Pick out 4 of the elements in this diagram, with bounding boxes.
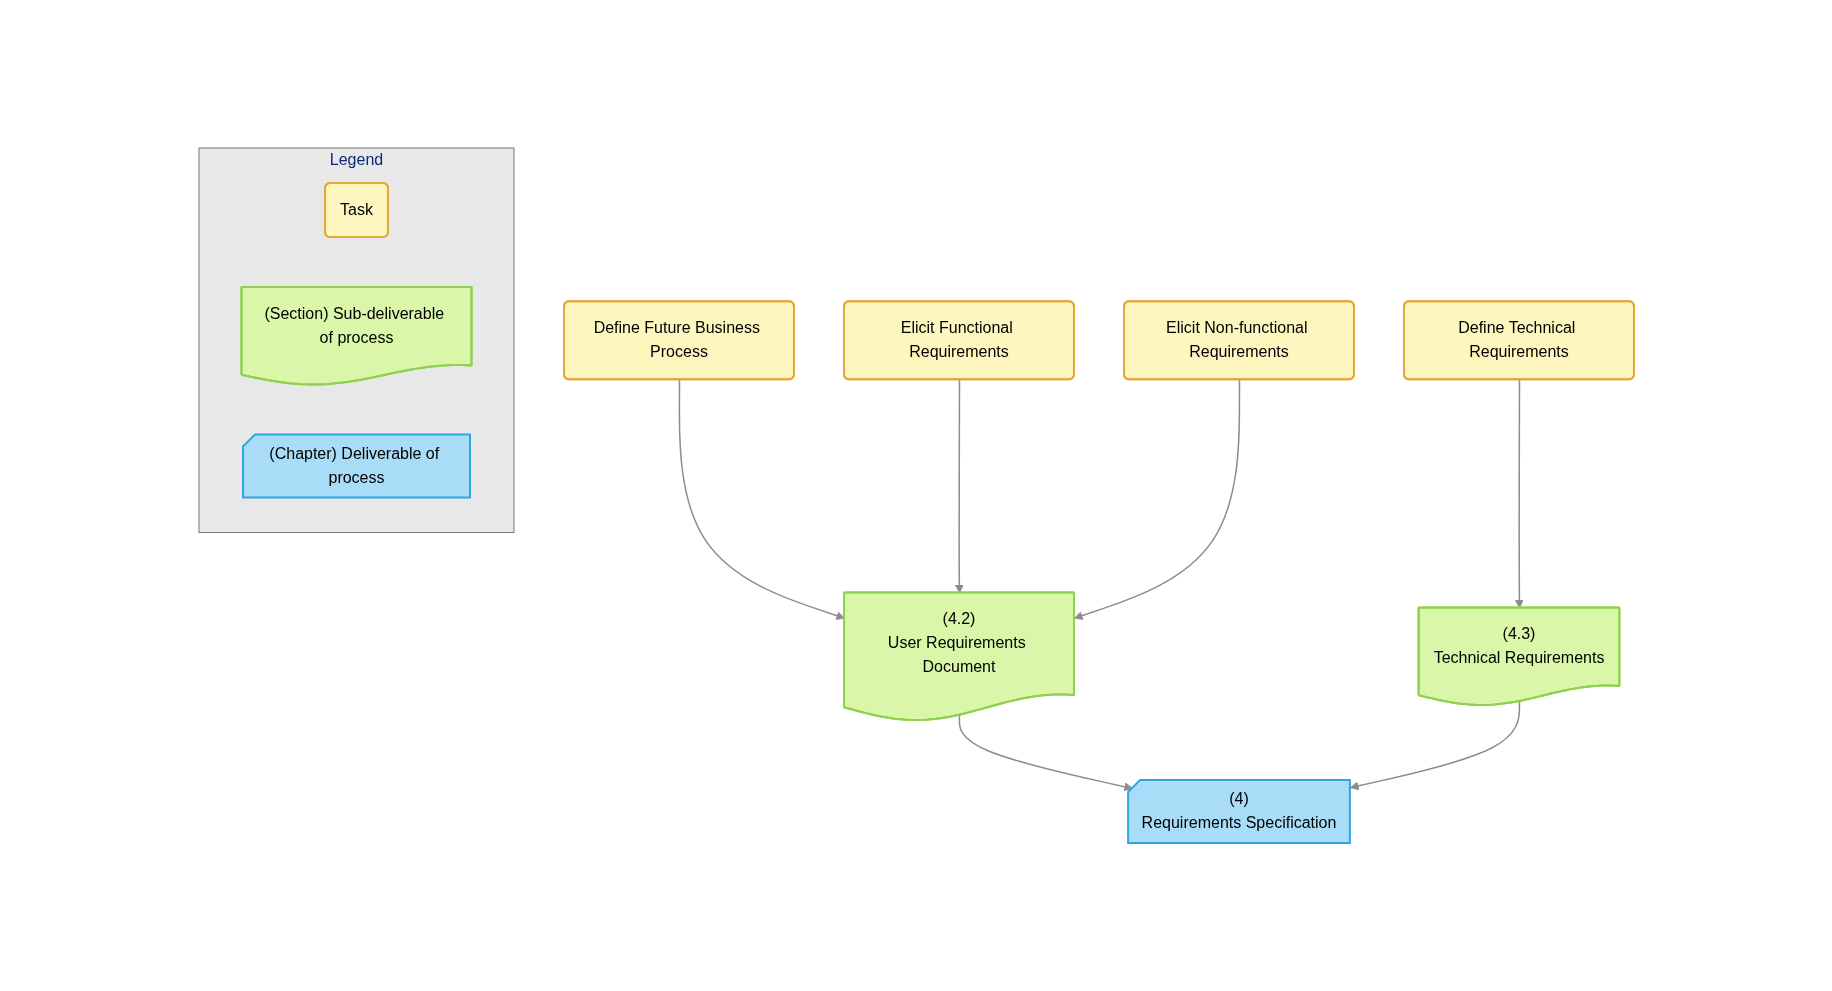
arrow [958,714,1133,792]
arrow [1349,700,1520,791]
arrow [1073,379,1240,620]
arrow [678,379,845,620]
